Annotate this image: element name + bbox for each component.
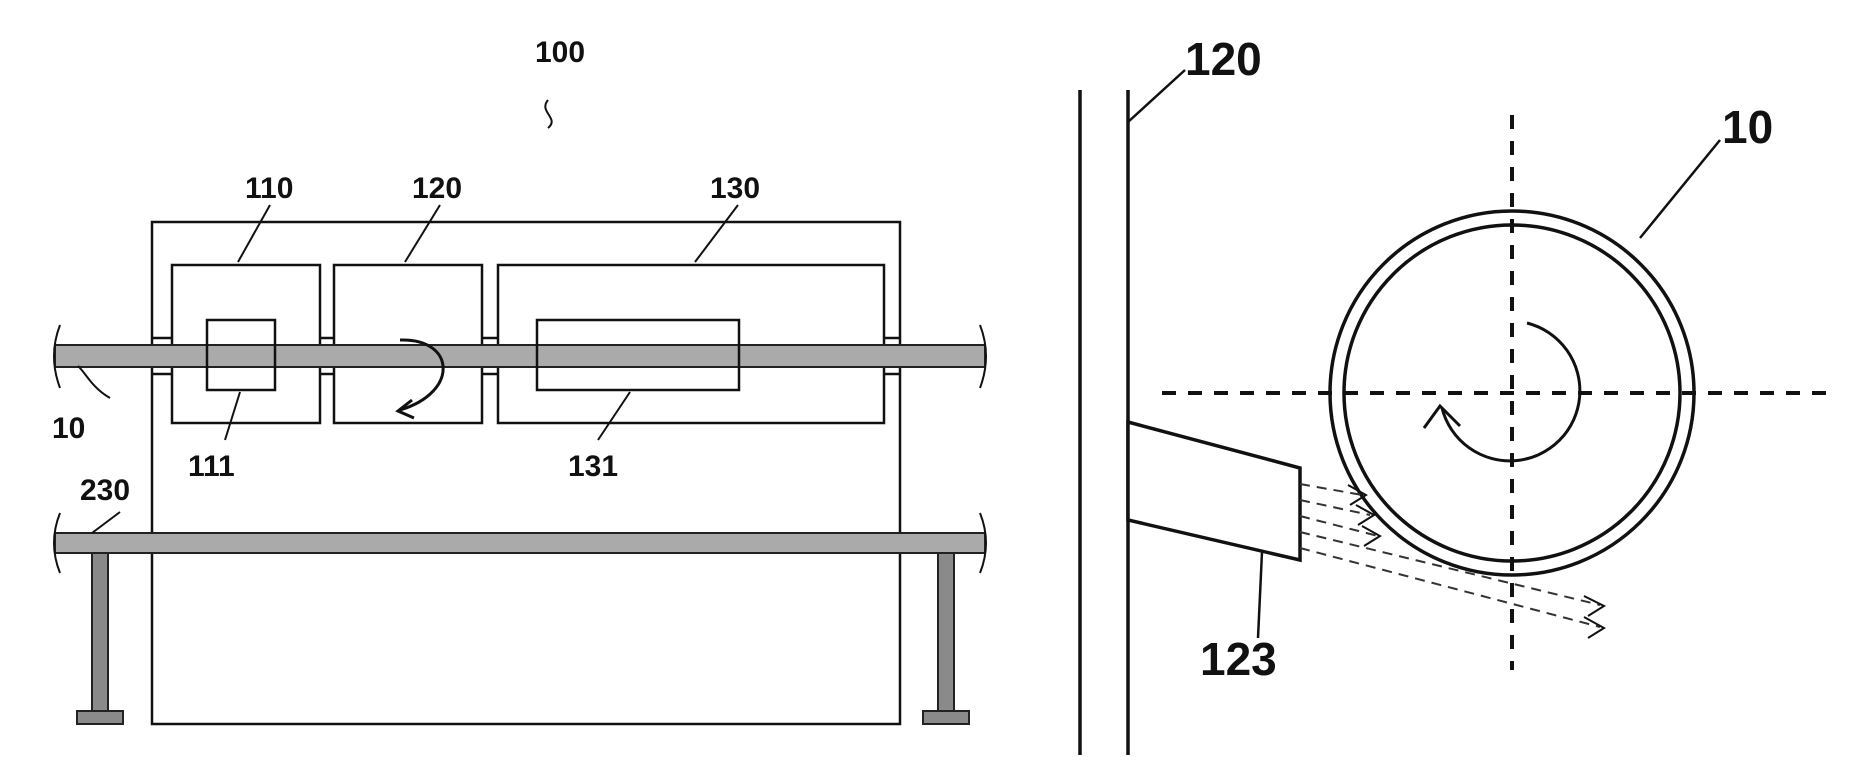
label-10-left: 10 [52,412,85,445]
label-131: 131 [568,450,618,483]
label-100: 100 [535,36,585,69]
spray-beams [1300,484,1604,638]
leader-lines-left [78,100,738,533]
label-120-left: 120 [412,172,462,205]
left-figure: 100 110 120 130 10 111 131 230 [52,36,986,724]
pipe-10 [54,325,986,388]
label-110: 110 [245,172,293,205]
label-111: 111 [188,450,235,483]
rail-230 [54,513,986,573]
label-120-right: 120 [1185,33,1262,85]
label-123: 123 [1200,633,1277,685]
rail-legs [77,553,969,724]
label-130: 130 [710,172,760,205]
main-frame [152,222,900,724]
label-10-right: 10 [1722,101,1773,153]
right-figure: 120 10 123 [1080,33,1830,755]
nozzle-123 [1128,422,1300,560]
label-230: 230 [80,474,130,507]
